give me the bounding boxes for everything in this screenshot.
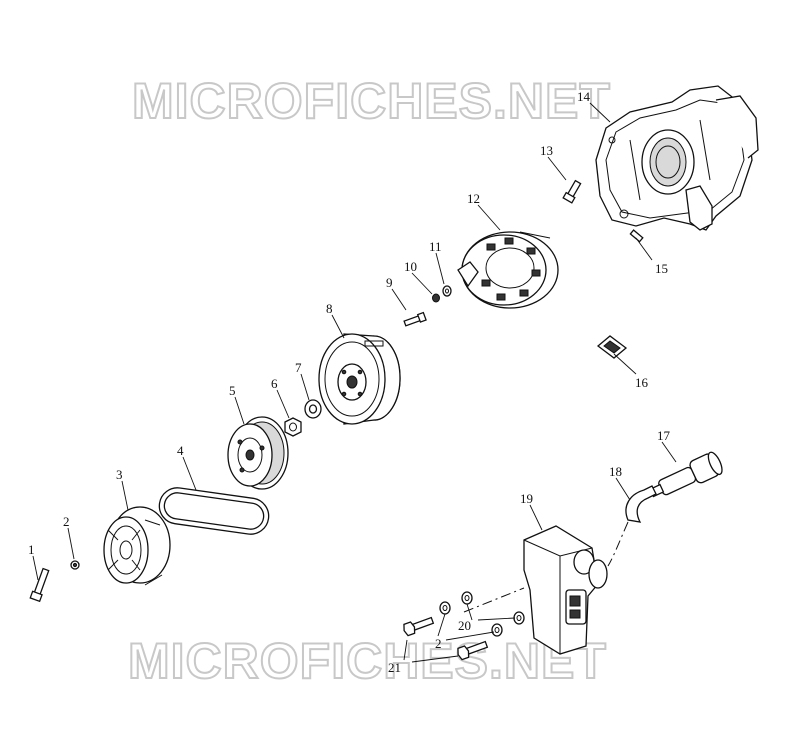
callout-numbers: 1 2 3 4 5 6 7 8 9 10 11 12 13 14 15 16 1…: [28, 89, 671, 675]
callout-17: 17: [657, 428, 671, 443]
part-10-washer-icon[interactable]: [432, 293, 440, 303]
callout-11: 11: [429, 239, 442, 254]
watermark-top: MICROFICHES.NET: [132, 73, 611, 129]
part-8-flywheel-icon[interactable]: [318, 333, 401, 425]
part-9-bolt-icon[interactable]: [403, 311, 427, 328]
callout-20: 20: [458, 618, 471, 633]
part-12-stator-icon[interactable]: [457, 231, 559, 309]
part-5-starter-gear-icon[interactable]: [227, 416, 289, 490]
callout-5: 5: [229, 383, 236, 398]
part-13-bolt-icon[interactable]: [562, 179, 582, 204]
callout-19: 19: [520, 491, 533, 506]
part-7-washer-icon[interactable]: [304, 399, 322, 419]
callout-2-upper: 2: [63, 514, 70, 529]
callout-18: 18: [609, 464, 622, 479]
callout-2-lower: 2: [435, 636, 442, 651]
part-21-bolt-icon[interactable]: [402, 615, 489, 661]
part-6-nut-icon[interactable]: [284, 417, 302, 437]
callout-13: 13: [540, 143, 553, 158]
watermark-bottom: MICROFICHES.NET: [128, 633, 607, 689]
callout-1: 1: [28, 542, 35, 557]
callout-10: 10: [404, 259, 417, 274]
callout-14: 14: [577, 89, 591, 104]
part-3-fan-cover-icon[interactable]: [103, 506, 171, 586]
callout-9: 9: [386, 275, 393, 290]
callout-16: 16: [635, 375, 649, 390]
part-14-crankcase-cover-icon[interactable]: [595, 85, 759, 231]
part-16-clip-icon[interactable]: [596, 335, 628, 359]
callout-8: 8: [326, 301, 333, 316]
part-1-bolt-icon[interactable]: [29, 567, 50, 603]
part-15-pin-icon[interactable]: [629, 229, 644, 243]
callout-12: 12: [467, 191, 480, 206]
part-4-belt-icon[interactable]: [157, 486, 271, 537]
callout-4: 4: [177, 443, 184, 458]
part-18-ignition-lead-icon[interactable]: [607, 485, 657, 567]
callout-21: 21: [388, 660, 401, 675]
leader-lines: [32, 102, 677, 663]
part-17-spark-plug-cap-icon[interactable]: [647, 450, 725, 503]
callout-3: 3: [116, 467, 123, 482]
part-2-washer-icon[interactable]: [70, 560, 80, 570]
callout-7: 7: [295, 360, 302, 375]
part-11-washer-icon[interactable]: [442, 285, 452, 297]
part-20-washer-icon[interactable]: [461, 591, 525, 625]
callout-6: 6: [271, 376, 278, 391]
callout-15: 15: [655, 261, 668, 276]
part-19-ignition-coil-icon[interactable]: [463, 525, 608, 655]
